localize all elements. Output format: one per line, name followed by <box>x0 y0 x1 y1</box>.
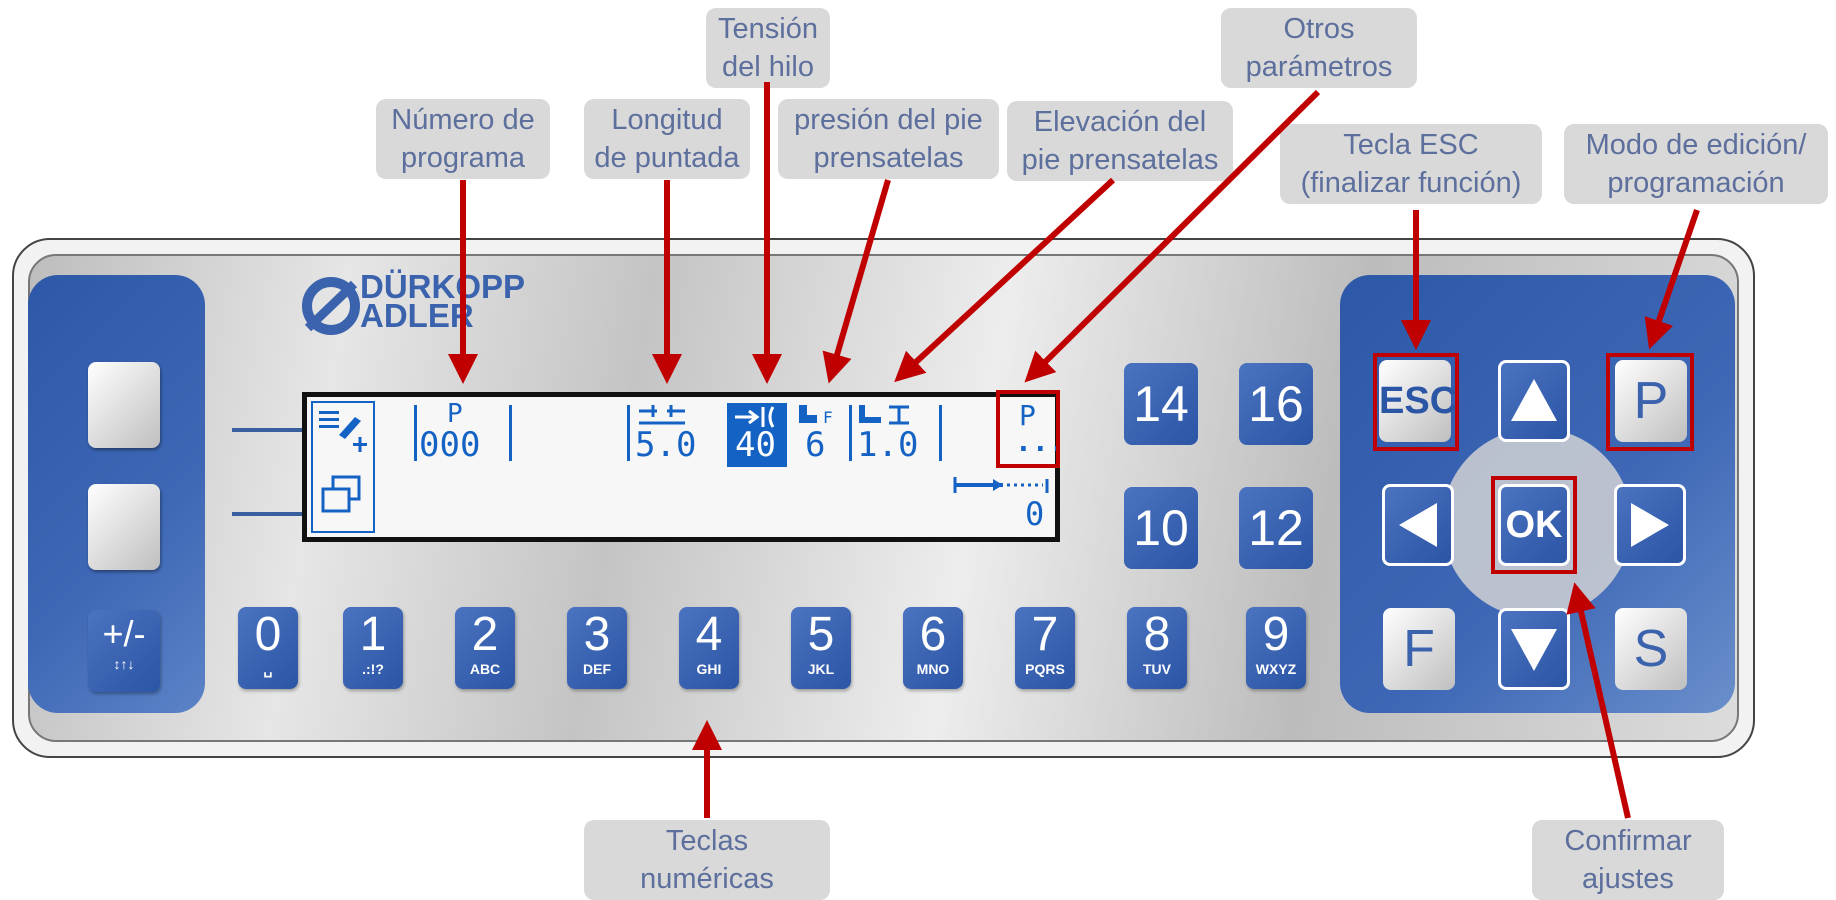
callout-program-number: Número de programa <box>376 99 550 179</box>
numeric-key-7[interactable]: 7 PQRS <box>1015 607 1075 689</box>
numeric-key-digit: 8 <box>1143 608 1171 661</box>
numeric-key-9[interactable]: 9 WXYZ <box>1246 607 1306 689</box>
lcd-divider <box>627 405 630 461</box>
numeric-key-digit: 5 <box>807 608 835 661</box>
numeric-key-digit: 6 <box>919 608 947 661</box>
callout-confirm: Confirmar ajustes <box>1532 820 1724 900</box>
other-params-highlight <box>996 390 1060 468</box>
callout-numeric-keys: Teclas numéricas <box>584 820 830 900</box>
down-arrow-key[interactable] <box>1498 608 1570 690</box>
function-key-14[interactable]: 14 <box>1124 363 1198 445</box>
brand-line-2: ADLER <box>360 297 474 334</box>
numeric-key-4[interactable]: 4 GHI <box>679 607 739 689</box>
ok-key-highlight <box>1491 476 1577 574</box>
numeric-key-8[interactable]: 8 TUV <box>1127 607 1187 689</box>
f-key[interactable]: F <box>1383 608 1455 690</box>
thread-tension-icon <box>735 406 775 428</box>
esc-key-highlight <box>1373 353 1459 451</box>
side-key-1-line <box>232 428 304 432</box>
numeric-key-6[interactable]: 6 MNO <box>903 607 963 689</box>
numeric-key-digit: 4 <box>695 608 723 661</box>
arrow-right-icon <box>1631 503 1669 547</box>
program-copy-icon <box>321 475 361 513</box>
callout-esc-key: Tecla ESC (finalizar función) <box>1280 124 1542 204</box>
s-key[interactable]: S <box>1615 608 1687 690</box>
brand-logo-icon <box>302 277 360 335</box>
callout-thread-tension: Tensión del hilo <box>706 8 830 88</box>
numeric-key-letters: ␣ <box>263 661 273 677</box>
arrow-left-icon <box>1399 503 1437 547</box>
numeric-key-digit: 9 <box>1262 608 1290 661</box>
other-params-label: P <box>1019 399 1036 432</box>
arrow-up-icon <box>1511 379 1557 421</box>
numeric-key-letters: JKL <box>807 661 835 677</box>
numeric-key-digit: 7 <box>1031 608 1059 661</box>
esc-key[interactable]: ESC <box>1379 360 1457 442</box>
numeric-key-1[interactable]: 1 .:!? <box>343 607 403 689</box>
foot-pressure-icon: F <box>799 405 833 427</box>
foot-pressure-value: 6 <box>805 425 826 465</box>
numeric-key-2[interactable]: 2 ABC <box>455 607 515 689</box>
p-key-highlight <box>1606 353 1694 451</box>
right-arrow-key[interactable] <box>1614 484 1686 566</box>
plus-minus-key[interactable]: +/- ↕↑↓ <box>88 610 160 692</box>
callout-other-params: Otros parámetros <box>1221 8 1417 88</box>
foot-lift-icon <box>859 405 909 425</box>
numeric-key-3[interactable]: 3 DEF <box>567 607 627 689</box>
function-key-10[interactable]: 10 <box>1124 487 1198 569</box>
numeric-key-letters: GHI <box>696 661 722 677</box>
side-key-2[interactable] <box>88 484 160 570</box>
numeric-key-letters: TUV <box>1143 661 1171 677</box>
numeric-key-letters: MNO <box>916 661 950 677</box>
program-label: P <box>447 399 463 429</box>
callout-stitch-length: Longitud de puntada <box>584 99 750 179</box>
stitch-length-icon <box>639 405 685 425</box>
thread-tension-value: 40 <box>735 425 776 465</box>
lcd-side-icons <box>311 401 375 533</box>
lcd-divider <box>414 405 417 461</box>
stitch-length-value: 5.0 <box>635 425 697 465</box>
brand-name: DÜRKOPP ADLER <box>360 268 526 334</box>
numeric-key-letters: ABC <box>469 661 501 677</box>
left-arrow-key[interactable] <box>1382 484 1454 566</box>
svg-text:F: F <box>823 408 833 427</box>
brand-line-1: DÜRKOPP <box>360 268 526 305</box>
up-arrow-key[interactable] <box>1498 360 1570 442</box>
numeric-key-letters: WXYZ <box>1255 661 1297 677</box>
lcd-divider <box>939 405 942 461</box>
lcd-divider <box>509 405 512 461</box>
plus-minus-label: +/- <box>102 613 146 654</box>
numeric-key-letters: DEF <box>583 661 611 677</box>
side-key-1[interactable] <box>88 362 160 448</box>
tension-selected-bg <box>727 403 787 467</box>
numeric-key-digit: 3 <box>583 608 611 661</box>
callout-foot-pressure: presión del pie prensatelas <box>778 99 999 179</box>
function-key-16[interactable]: 16 <box>1239 363 1313 445</box>
ok-key[interactable]: OK <box>1498 484 1570 566</box>
numeric-key-digit: 1 <box>359 608 387 661</box>
foot-lift-value: 1.0 <box>857 425 919 465</box>
numeric-key-digit: 0 <box>254 608 282 661</box>
plus-minus-arrows-icon: ↕↑↓ <box>113 656 135 672</box>
numeric-key-digit: 2 <box>471 608 499 661</box>
thread-counter-icon <box>953 477 1049 493</box>
function-key-12[interactable]: 12 <box>1239 487 1313 569</box>
program-number-value: 000 <box>419 425 481 465</box>
numeric-key-letters: .:!? <box>362 661 384 677</box>
numeric-key-letters: PQRS <box>1025 661 1065 677</box>
callout-edit-mode: Modo de edición/ programación <box>1564 124 1828 204</box>
program-add-icon <box>319 411 367 452</box>
numeric-key-5[interactable]: 5 JKL <box>791 607 851 689</box>
p-key[interactable]: P <box>1615 360 1687 442</box>
arrow-down-icon <box>1511 629 1557 671</box>
callout-foot-lift: Elevación del pie prensatelas <box>1007 101 1233 181</box>
counter-value: 0 <box>1025 495 1045 533</box>
lcd-divider <box>849 405 852 461</box>
lcd-display: P 000 5.0 40 F 6 1.0 P ... 0 <box>302 392 1066 542</box>
numeric-key-0[interactable]: 0 ␣ <box>238 607 298 689</box>
side-key-2-line <box>232 512 304 516</box>
